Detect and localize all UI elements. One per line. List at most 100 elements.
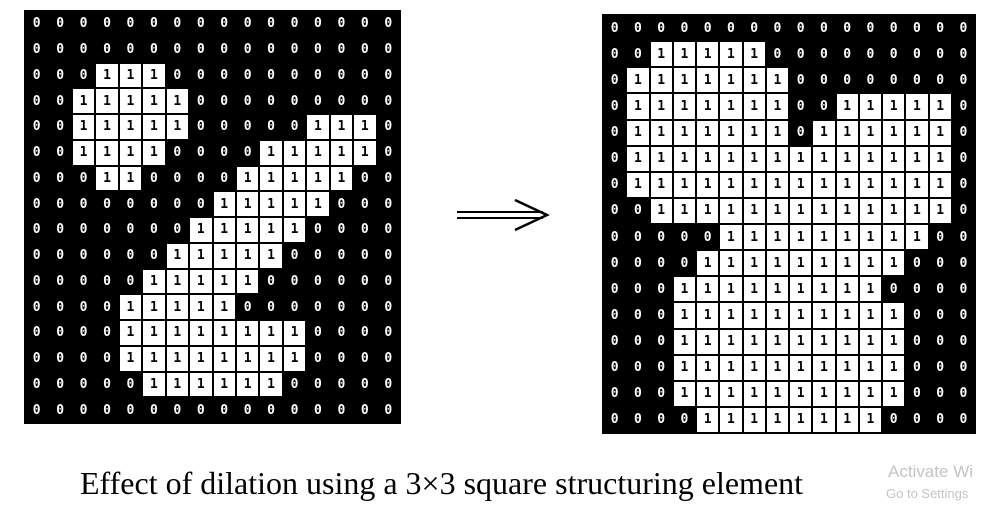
grid-cell: 1 [905,224,929,251]
grid-cell: 0 [951,93,975,120]
grid-cell: 0 [626,250,650,277]
grid-cell: 1 [259,139,283,166]
grid-cell: 0 [118,11,143,37]
grid-cell: 0 [603,119,627,146]
grid-cell: 0 [306,36,330,63]
grid-cell: 0 [789,41,813,68]
grid-cell: 1 [882,171,906,198]
grid-cell: 0 [142,191,166,217]
grid-cell: 1 [765,119,789,146]
grid-cell: 1 [95,114,119,140]
grid-cell: 1 [835,406,859,433]
grid-cell: 0 [212,114,236,140]
grid-cell: 1 [696,276,720,303]
grid-cell: 1 [118,294,143,320]
grid-cell: 1 [742,197,766,224]
grid-cell: 1 [649,119,673,146]
grid-cell: 0 [353,88,377,114]
grid-cell: 0 [603,197,627,224]
grid-cell: 1 [189,268,213,295]
grid-cell: 0 [48,242,72,269]
grid-cell: 1 [282,345,307,372]
grid-cell: 0 [25,36,49,63]
grid-cell: 1 [905,171,929,198]
grid-cell: 0 [235,294,260,320]
grid-cell: 0 [306,320,330,346]
grid-cell: 0 [928,41,952,68]
grid-cell: 1 [189,242,213,269]
grid-cell: 0 [835,67,859,94]
grid-cell: 0 [282,62,307,89]
grid-cell: 1 [742,145,766,172]
grid-cell: 0 [626,354,650,381]
grid-cell: 1 [719,145,743,172]
grid-cell: 1 [858,380,882,407]
grid-cell: 1 [882,354,906,381]
grid-cell: 0 [905,354,929,381]
grid-cell: 1 [306,114,330,140]
grid-cell: 1 [789,328,813,355]
grid-cell: 0 [212,139,236,166]
grid-cell: 0 [905,328,929,355]
grid-cell: 1 [696,119,720,146]
grid-cell: 1 [789,302,813,329]
grid-cell: 0 [25,320,49,346]
grid-cell: 1 [282,191,307,217]
grid-cell: 1 [649,41,673,68]
grid-cell: 1 [165,88,190,114]
grid-cell: 1 [212,294,236,320]
grid-cell: 0 [789,93,813,120]
grid-cell: 1 [742,41,766,68]
grid-cell: 1 [649,93,673,120]
grid-cell: 0 [259,36,283,63]
grid-cell: 0 [376,165,400,192]
grid-cell: 1 [882,145,906,172]
grid-cell: 0 [353,268,377,295]
grid-cell: 1 [142,88,166,114]
grid-cell: 0 [882,276,906,303]
grid-cell: 0 [282,242,307,269]
grid-cell: 0 [48,139,72,166]
grid-cell: 0 [306,294,330,320]
grid-cell: 1 [142,345,166,372]
grid-cell: 0 [259,88,283,114]
grid-cell: 0 [672,15,696,42]
grid-cell: 0 [603,354,627,381]
grid-cell: 0 [951,171,975,198]
grid-cell: 0 [649,276,673,303]
grid-cell: 0 [212,62,236,89]
grid-cell: 1 [765,302,789,329]
grid-cell: 1 [235,268,260,295]
grid-cell: 0 [48,62,72,89]
grid-cell: 1 [835,119,859,146]
grid-cell: 1 [742,224,766,251]
grid-cell: 1 [812,171,836,198]
grid-cell: 0 [603,224,627,251]
grid-cell: 1 [306,139,330,166]
grid-cell: 1 [858,276,882,303]
grid-cell: 1 [719,302,743,329]
grid-cell: 0 [376,217,400,243]
grid-cell: 0 [376,191,400,217]
grid-cell: 0 [376,371,400,398]
grid-cell: 0 [165,217,190,243]
grid-cell: 0 [812,67,836,94]
grid-cell: 0 [259,397,283,423]
grid-cell: 0 [71,62,96,89]
grid-cell: 1 [212,371,236,398]
grid-cell: 1 [189,345,213,372]
grid-cell: 0 [142,397,166,423]
grid-cell: 1 [812,250,836,277]
grid-cell: 0 [951,145,975,172]
grid-cell: 0 [742,15,766,42]
grid-cell: 0 [282,114,307,140]
grid-cell: 0 [603,41,627,68]
grid-cell: 1 [118,62,143,89]
grid-cell: 1 [765,380,789,407]
grid-cell: 1 [142,294,166,320]
grid-cell: 1 [928,119,952,146]
grid-cell: 0 [329,11,354,37]
grid-cell: 0 [376,294,400,320]
grid-cell: 0 [603,250,627,277]
grid-cell: 0 [48,11,72,37]
